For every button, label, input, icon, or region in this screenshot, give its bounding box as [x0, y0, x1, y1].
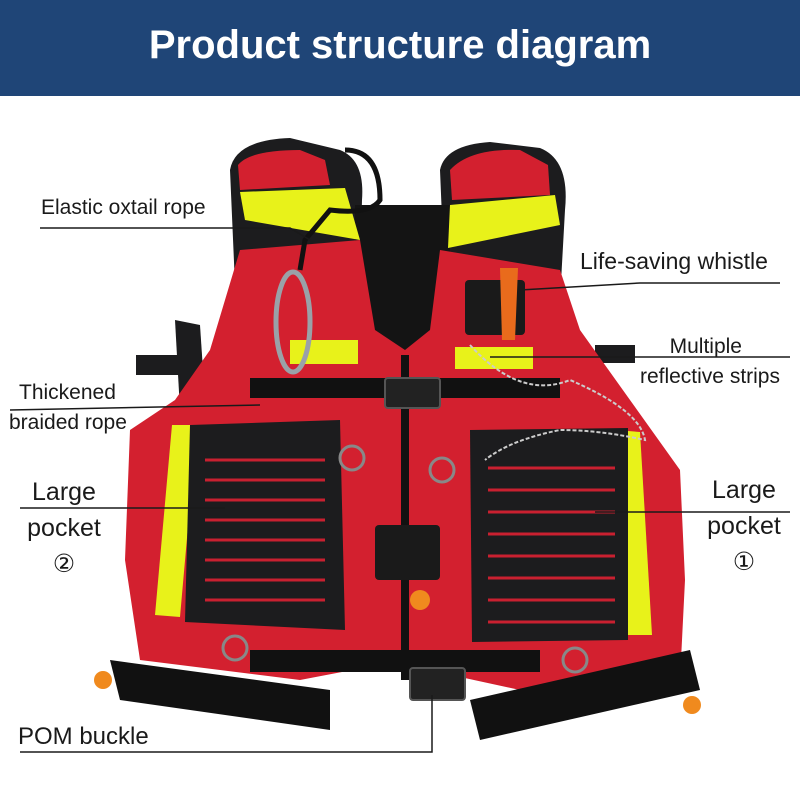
label-pocket2-line1: Large	[32, 478, 96, 506]
left-shoulder-top	[238, 150, 330, 190]
label-braided-line2: braided rope	[9, 411, 127, 434]
right-pocket-slots	[488, 466, 615, 624]
label-life-saving-whistle: Life-saving whistle	[580, 248, 768, 274]
left-reflective-strip	[155, 425, 197, 617]
carabiner	[273, 269, 313, 375]
label-pocket2-line3: ②	[52, 550, 76, 578]
label-large-pocket-1: Large pocket ①	[698, 472, 790, 580]
title-banner: Product structure diagram	[0, 0, 800, 96]
leader-braided-rope	[9, 404, 261, 411]
elastic-rope	[297, 147, 383, 271]
label-pocket1-line3: ①	[732, 548, 756, 576]
leader-whistle	[519, 282, 780, 291]
side-strap-left	[136, 355, 201, 375]
whistle-shape	[500, 268, 518, 340]
d-ring-2	[428, 456, 456, 484]
label-braided-line1: Thickened	[19, 381, 116, 404]
right-shoulder-top	[450, 149, 550, 200]
leader-lines	[9, 227, 790, 753]
d-ring-3	[221, 634, 249, 662]
pom-buckle-shape	[409, 667, 466, 701]
right-shoulder-reflective	[448, 195, 560, 248]
label-pocket1-line1: Large	[712, 476, 776, 504]
label-large-pocket-2: Large pocket ②	[18, 474, 110, 582]
knife-holder	[375, 525, 440, 580]
label-reflective-line2: reflective strips	[639, 365, 780, 388]
label-elastic-oxtail-rope: Elastic oxtail rope	[41, 196, 206, 219]
leader-buckle	[20, 695, 433, 753]
small-reflective-left	[290, 340, 358, 364]
label-pom-buckle: POM buckle	[18, 723, 149, 750]
left-pocket	[185, 420, 345, 630]
lower-strap-right	[470, 650, 700, 740]
d-ring-4	[561, 646, 589, 674]
float-ball-1	[410, 590, 430, 610]
chest-buckle	[384, 377, 441, 409]
side-strap-right	[595, 345, 635, 363]
left-shoulder-reflective	[240, 188, 360, 240]
float-ball-2	[94, 671, 112, 689]
leader-elastic-rope	[40, 227, 311, 241]
label-reflective-line1: Multiple	[669, 335, 742, 358]
label-braided-rope: Thickened braided rope	[9, 378, 127, 438]
waist-strap	[250, 650, 540, 672]
d-ring-1	[338, 444, 366, 472]
left-pocket-slots	[205, 458, 325, 602]
vest-illustration	[9, 138, 790, 753]
label-pocket1-line2: pocket	[707, 512, 781, 540]
page-title: Product structure diagram	[148, 23, 652, 67]
label-pocket2-line2: pocket	[27, 514, 101, 542]
small-reflective-right	[455, 347, 533, 369]
lower-strap-left	[110, 660, 330, 730]
braided-cord	[469, 344, 647, 461]
label-reflective-strips: Multiple reflective strips	[600, 332, 780, 392]
float-ball-3	[683, 696, 701, 714]
